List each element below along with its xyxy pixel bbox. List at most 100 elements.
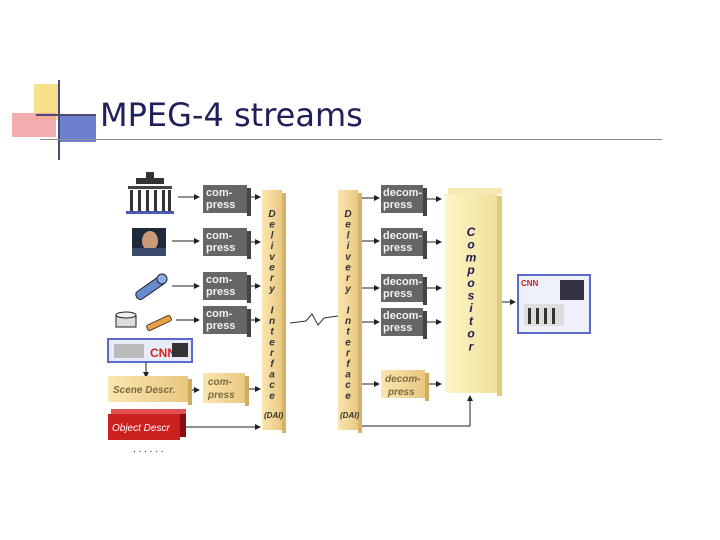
dai-to-decoder-arrows: [362, 195, 380, 387]
compositor-letter: o: [467, 238, 474, 252]
svg-text:press: press: [206, 320, 235, 332]
video-image: [132, 228, 166, 256]
svg-text:(DAI): (DAI): [264, 411, 283, 420]
dai-letter: r: [270, 273, 275, 284]
svg-text:press: press: [206, 242, 235, 254]
compositor-letter: o: [467, 276, 474, 290]
title-divider: [40, 139, 662, 140]
dai-letter: a: [269, 370, 275, 381]
dai-letter: r: [346, 348, 351, 359]
svg-text:decom-: decom-: [385, 374, 421, 385]
svg-text:press: press: [207, 390, 235, 401]
svg-text:press: press: [206, 286, 235, 298]
svg-text:com-: com-: [206, 187, 233, 199]
dai-letter: e: [269, 263, 275, 274]
dai-letter: n: [345, 316, 351, 327]
dai-letter: f: [270, 359, 275, 370]
encoder-box: com- press: [203, 373, 249, 406]
encoder-to-dai-arrows: [249, 194, 261, 392]
dai-letter: n: [269, 316, 275, 327]
encoder-box: com- press: [203, 272, 251, 303]
compositor-letter: i: [469, 301, 473, 315]
dai-letter: c: [269, 380, 275, 391]
svg-text:(DAI): (DAI): [340, 411, 359, 420]
dai-letter: l: [347, 230, 350, 241]
encoder-box: com- press: [203, 306, 251, 337]
svg-text:press: press: [387, 387, 415, 398]
composited-output-thumbnail: CNN: [517, 274, 591, 334]
dai-letter: I: [347, 305, 350, 316]
svg-text:press: press: [383, 288, 412, 300]
compositor-letter: s: [468, 289, 475, 303]
dai-letter: y: [344, 284, 351, 295]
dai-letter: c: [345, 380, 351, 391]
encoder-box: com- press: [203, 228, 251, 259]
compositor-letter: C: [467, 225, 476, 239]
encoder-box: com- press: [203, 185, 251, 216]
page-title: MPEG-4 streams: [100, 96, 363, 134]
decoder-box: decom- press: [381, 185, 427, 216]
object-descriptor-lines: [186, 395, 473, 430]
dai-letter: a: [345, 370, 351, 381]
svg-text:com-: com-: [208, 377, 233, 388]
svg-text:Scene Descr.: Scene Descr.: [113, 385, 175, 396]
dai-letter: l: [271, 230, 274, 241]
svg-text:Object Descr: Object Descr: [112, 423, 170, 434]
dai-letter: i: [271, 241, 274, 252]
dai-letter: e: [345, 391, 351, 402]
dai-letter: i: [347, 241, 350, 252]
compositor-letter: r: [469, 339, 475, 353]
dai-letter: D: [344, 209, 351, 220]
dai-letter: e: [345, 263, 351, 274]
svg-text:press: press: [383, 322, 412, 334]
decoder-box: decom- press: [381, 308, 427, 339]
dai-letter: D: [268, 209, 275, 220]
dai-letter: v: [345, 252, 352, 263]
svg-text:press: press: [383, 242, 412, 254]
svg-text:press: press: [383, 199, 412, 211]
compositor-letter: o: [467, 327, 474, 341]
dai-letter: v: [269, 252, 276, 263]
dai-letter: t: [270, 327, 274, 338]
dai-letter: e: [269, 220, 275, 231]
dai-letter: I: [271, 305, 274, 316]
object-description-box: Object Descr: [108, 409, 186, 440]
dai-letter: r: [346, 273, 351, 284]
instrument-image: [115, 311, 172, 331]
svg-text:decom-: decom-: [383, 310, 422, 322]
svg-text:com-: com-: [206, 230, 233, 242]
compositor-letter: t: [469, 314, 474, 328]
svg-text:com-: com-: [206, 308, 233, 320]
dai-letter: e: [345, 220, 351, 231]
decoder-box: decom- press: [381, 274, 427, 305]
dai-letter: y: [268, 284, 275, 295]
svg-text:CNN: CNN: [150, 346, 176, 360]
dai-letter: f: [346, 359, 351, 370]
dai-letter: e: [269, 337, 275, 348]
dai-letter: t: [346, 327, 350, 338]
transmission-link: [289, 313, 339, 326]
svg-text:CNN: CNN: [521, 279, 539, 288]
compositor-letter: p: [466, 263, 474, 277]
compositor-letter: m: [466, 250, 477, 264]
ellipsis: . . . . . .: [133, 444, 164, 455]
scene-description-box: Scene Descr.: [108, 376, 192, 405]
scene-thumbnail: CNN: [107, 338, 193, 363]
decoder-to-compositor-arrows: [427, 196, 442, 387]
decoder-box: decom- press: [381, 228, 427, 259]
building-image: [126, 172, 174, 214]
dai-letter: e: [269, 391, 275, 402]
microphone-image: [135, 273, 168, 300]
svg-text:com-: com-: [206, 274, 233, 286]
svg-text:press: press: [206, 199, 235, 211]
svg-text:decom-: decom-: [383, 276, 422, 288]
dai-letter: r: [270, 348, 275, 359]
svg-text:decom-: decom-: [383, 230, 422, 242]
svg-text:decom-: decom-: [383, 187, 422, 199]
decoder-box: decom- press: [381, 370, 429, 401]
dai-letter: e: [345, 337, 351, 348]
